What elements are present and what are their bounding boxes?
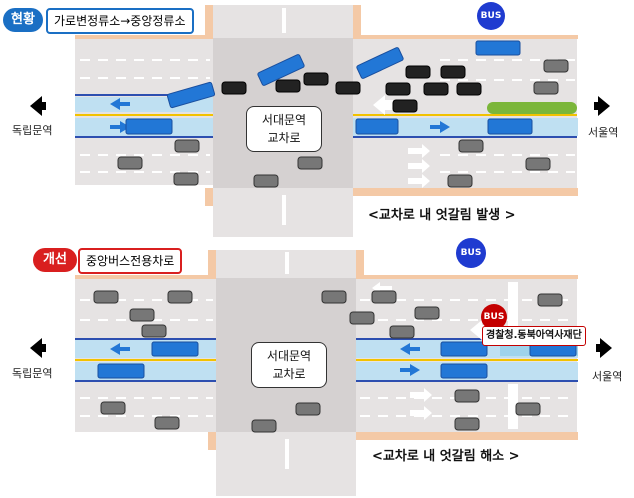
car (167, 290, 193, 304)
car (454, 417, 480, 431)
car (440, 65, 466, 79)
bus (356, 47, 404, 79)
bus-stop-sign: BUS (477, 2, 505, 30)
right-arrow-icon (596, 338, 612, 358)
intersection-label: 서대문역 교차로 (251, 342, 327, 388)
left-direction-label: 독립문역 (12, 124, 53, 137)
bus (97, 363, 145, 379)
bus-direction-arrow (110, 343, 130, 355)
sidewalk-edge (356, 275, 578, 279)
dark-cars (221, 65, 482, 113)
bus (125, 118, 173, 135)
bus-stop-sign-red: BUS (481, 304, 507, 330)
car (303, 72, 329, 86)
car (173, 172, 199, 186)
left-arrow-icon (30, 96, 46, 116)
car (543, 59, 569, 73)
car (129, 308, 155, 322)
left-arrow-icon (30, 338, 46, 358)
bus (475, 40, 521, 56)
car (275, 79, 301, 93)
car (405, 65, 431, 79)
car (335, 81, 361, 95)
sidewalk-edge (75, 35, 213, 39)
bus-direction-arrow (400, 343, 420, 355)
car (456, 82, 482, 96)
corner-hatch (356, 250, 364, 278)
central-bus-lane (75, 362, 216, 380)
improved-badge: 개선 (33, 248, 77, 272)
bus-direction-arrow (110, 98, 130, 110)
car (117, 156, 143, 170)
car (321, 290, 347, 304)
bus (487, 118, 533, 135)
corner-hatch (205, 5, 213, 38)
car (533, 81, 559, 95)
corner-hatch (205, 188, 213, 206)
car (371, 290, 397, 304)
car (389, 325, 415, 339)
car (349, 311, 375, 325)
car (100, 401, 126, 415)
crosswalk (285, 252, 518, 469)
car (221, 81, 247, 95)
current-panel: 현황 가로변정류소→중앙정류소 BUS 서대문역 교차로 독립문역 서울역 <교… (0, 0, 634, 240)
car (537, 293, 563, 307)
crosswalk (75, 8, 286, 225)
car (423, 82, 449, 96)
car (525, 157, 551, 171)
bus-direction-arrow (110, 121, 130, 133)
improved-panel: 개선 중앙버스전용차로 BUS BUS 경찰청.동북아역사재단 서대문역 교차로… (0, 238, 634, 498)
green-median (487, 102, 577, 114)
car (154, 416, 180, 430)
improved-caption: <교차로 내 엇갈림 해소 > (372, 449, 520, 464)
bus-stop-sign: BUS (456, 238, 486, 268)
lane-dashes (80, 59, 575, 173)
car (385, 82, 411, 96)
car (454, 389, 480, 403)
corner-hatch (353, 188, 578, 196)
bus (355, 118, 399, 135)
improved-label: 중앙버스전용차로 (78, 248, 183, 274)
sidewalk-edge (353, 35, 578, 39)
left-direction-label: 독립문역 (12, 367, 53, 380)
car (392, 99, 418, 113)
bus (440, 341, 488, 357)
car (458, 139, 484, 153)
car (93, 290, 119, 304)
corner-hatch (356, 432, 578, 440)
bus-stop-name: 경찰청.동북아역사재단 (482, 326, 586, 346)
intersection-label: 서대문역 교차로 (246, 106, 322, 152)
sidewalk-edge (75, 275, 216, 279)
right-direction-label: 서울역 (588, 126, 619, 139)
car (295, 402, 321, 416)
cars (117, 59, 569, 188)
current-caption: <교차로 내 엇갈림 발생 > (368, 208, 516, 223)
current-badge: 현황 (3, 8, 43, 32)
buses (125, 40, 533, 135)
cars (93, 290, 563, 433)
corner-hatch (353, 5, 361, 38)
corner-hatch (208, 432, 216, 450)
road-arrows (373, 95, 430, 188)
car (251, 419, 277, 433)
car (515, 402, 541, 416)
car (253, 174, 279, 188)
bus (151, 341, 199, 357)
right-direction-label: 서울역 (592, 370, 623, 383)
bus (440, 363, 488, 379)
car (297, 156, 323, 170)
bus-direction-arrow (400, 364, 420, 376)
corner-hatch (208, 250, 216, 278)
car (447, 174, 473, 188)
right-arrow-icon (594, 96, 610, 116)
car (414, 306, 440, 320)
bus (166, 81, 216, 109)
bus-direction-arrow (430, 121, 450, 133)
car (174, 139, 200, 153)
current-label: 가로변정류소→중앙정류소 (46, 8, 194, 34)
bus (257, 54, 305, 86)
car (141, 324, 167, 338)
